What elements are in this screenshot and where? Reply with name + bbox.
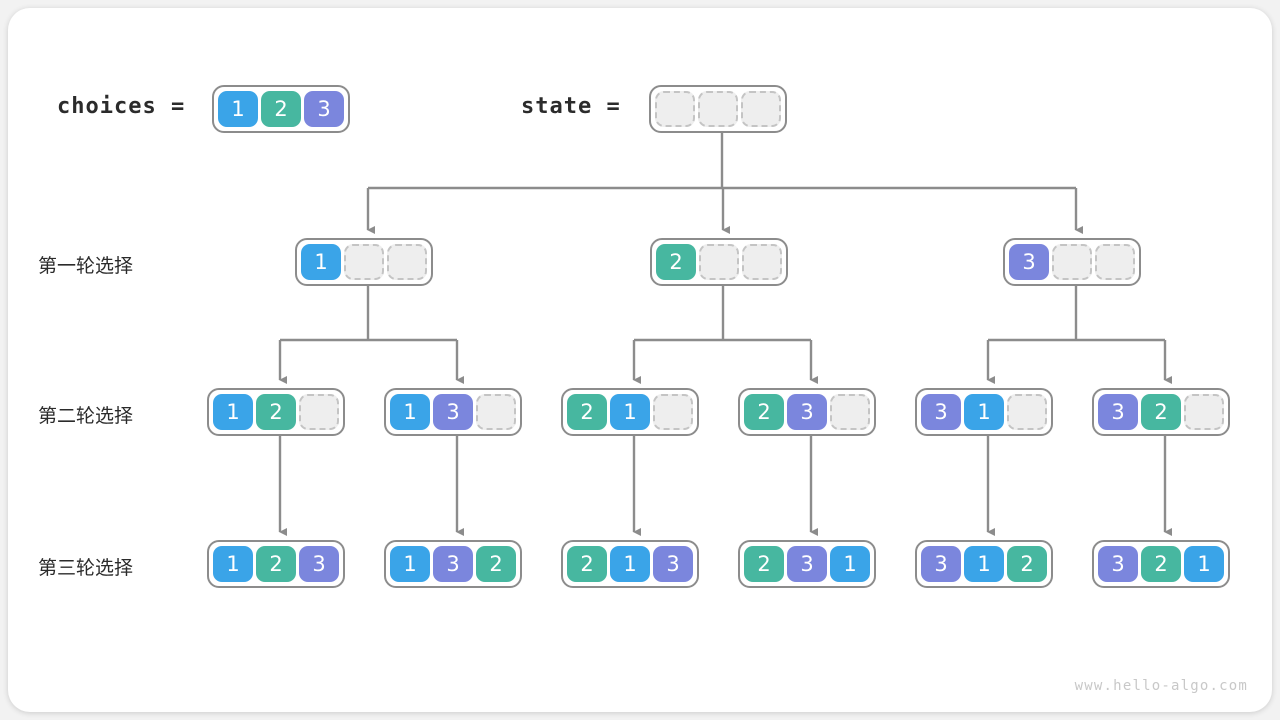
watermark: www.hello-algo.com — [1074, 678, 1248, 694]
array-cell-value-2: 2 — [656, 244, 696, 280]
state-label: state = — [521, 94, 621, 119]
array-cell-value-2: 2 — [744, 394, 784, 430]
choices-label: choices = — [57, 94, 186, 119]
array-cell-value-3: 3 — [304, 91, 344, 127]
row-label-round-2: 第二轮选择 — [38, 405, 134, 427]
array-cell-value-2: 2 — [261, 91, 301, 127]
array-cell-value-1: 1 — [964, 546, 1004, 582]
array-cell-value-1: 1 — [610, 546, 650, 582]
state-array — [649, 85, 787, 133]
array-cell-value-2: 2 — [1141, 394, 1181, 430]
array-cell-value-1: 1 — [301, 244, 341, 280]
array-cell-value-3: 3 — [299, 546, 339, 582]
array-cell-empty — [742, 244, 782, 280]
array-cell-empty — [1095, 244, 1135, 280]
array-cell-value-3: 3 — [787, 546, 827, 582]
array-cell-value-2: 2 — [256, 394, 296, 430]
array-cell-value-1: 1 — [964, 394, 1004, 430]
array-cell-value-1: 1 — [218, 91, 258, 127]
array-cell-value-2: 2 — [567, 546, 607, 582]
row-label-round-1: 第一轮选择 — [38, 255, 134, 277]
array-cell-empty — [698, 91, 738, 127]
array-cell-empty — [1007, 394, 1047, 430]
array-cell-value-1: 1 — [213, 394, 253, 430]
array-cell-empty — [655, 91, 695, 127]
array-cell-value-3: 3 — [787, 394, 827, 430]
array-cell-empty — [653, 394, 693, 430]
array-cell-value-2: 2 — [256, 546, 296, 582]
node-round-1-3: 3 — [1003, 238, 1141, 286]
array-cell-empty — [1052, 244, 1092, 280]
array-cell-value-1: 1 — [610, 394, 650, 430]
array-cell-empty — [1184, 394, 1224, 430]
array-cell-value-2: 2 — [1141, 546, 1181, 582]
array-cell-value-3: 3 — [653, 546, 693, 582]
array-cell-value-3: 3 — [1009, 244, 1049, 280]
array-cell-value-1: 1 — [390, 394, 430, 430]
array-cell-value-1: 1 — [390, 546, 430, 582]
array-cell-value-3: 3 — [921, 546, 961, 582]
array-cell-empty — [741, 91, 781, 127]
array-cell-empty — [387, 244, 427, 280]
array-cell-empty — [299, 394, 339, 430]
array-cell-empty — [476, 394, 516, 430]
row-label-round-3: 第三轮选择 — [38, 557, 134, 579]
array-cell-empty — [699, 244, 739, 280]
array-cell-value-3: 3 — [1098, 546, 1138, 582]
array-cell-value-1: 1 — [830, 546, 870, 582]
array-cell-empty — [830, 394, 870, 430]
array-cell-value-1: 1 — [213, 546, 253, 582]
array-cell-value-3: 3 — [433, 394, 473, 430]
array-cell-value-2: 2 — [1007, 546, 1047, 582]
array-cell-value-2: 2 — [476, 546, 516, 582]
array-cell-value-3: 3 — [921, 394, 961, 430]
array-cell-value-1: 1 — [1184, 546, 1224, 582]
node-round-1-2: 2 — [650, 238, 788, 286]
array-cell-value-3: 3 — [1098, 394, 1138, 430]
array-cell-value-2: 2 — [567, 394, 607, 430]
node-round-1-1: 1 — [295, 238, 433, 286]
array-cell-empty — [344, 244, 384, 280]
array-cell-value-3: 3 — [433, 546, 473, 582]
array-cell-value-2: 2 — [744, 546, 784, 582]
diagram-card — [8, 8, 1272, 712]
